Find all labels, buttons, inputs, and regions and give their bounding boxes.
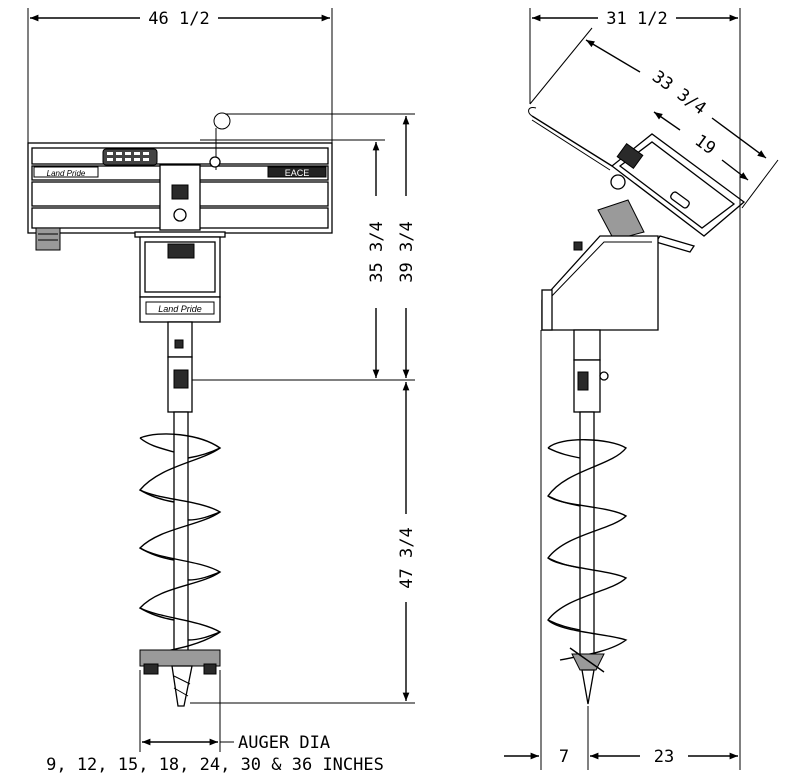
- side-slot: [670, 191, 690, 209]
- dim-offset-front: 7: [559, 747, 569, 767]
- coupler-pin: [173, 369, 189, 389]
- hitch-pin-ring-icon: [213, 112, 231, 130]
- front-view: 46 1/2 Land Pride EACE: [27, 8, 417, 775]
- hydraulic-fittings: [167, 243, 195, 259]
- side-motor-housing: [541, 235, 659, 331]
- cutting-tooth-right: [203, 663, 217, 675]
- side-hitch-lock: [616, 142, 644, 170]
- pilot-bit: [171, 665, 193, 707]
- auger-dia-label: AUGER DIA: [238, 733, 330, 753]
- hitch-pin: [209, 156, 221, 168]
- dim-front-width: 46 1/2: [148, 9, 209, 29]
- side-auger-shaft: [579, 411, 595, 663]
- mount-top-rail: [31, 147, 329, 165]
- dim-auger-length: 47 3/4: [397, 527, 417, 588]
- model-badge: [267, 166, 327, 178]
- hitch-arm: [531, 115, 613, 167]
- brand-decal-front-text: Land Pride: [47, 169, 86, 178]
- side-view: 31 1/2 33 3/4 19: [504, 8, 779, 770]
- dim-height-mount: 35 3/4: [367, 221, 387, 282]
- side-bracket: [597, 199, 645, 241]
- dim-arm-length: 33 3/4: [648, 67, 709, 119]
- dim-height-total: 39 3/4: [397, 221, 417, 282]
- pivot-lock: [171, 184, 189, 200]
- auger-sizes-label: 9, 12, 15, 18, 24, 30 & 36 INCHES: [46, 755, 384, 775]
- grip-pad: [102, 148, 158, 166]
- model-badge-text: EACE: [285, 168, 310, 178]
- grip-pad-slots: [107, 152, 149, 161]
- dim-side-width: 31 1/2: [606, 9, 667, 29]
- dim-arm-short: 19: [691, 131, 719, 159]
- dim-offset-rear: 23: [654, 747, 674, 767]
- side-auger-flighting: [547, 439, 628, 661]
- left-latch: [35, 227, 61, 251]
- auger-shaft: [173, 411, 189, 663]
- side-pilot-bit: [581, 669, 595, 705]
- cutting-tooth-left: [143, 663, 159, 675]
- auger-flighting: [138, 433, 222, 657]
- brand-decal-motor: [145, 301, 215, 315]
- brand-decal-motor-text: Land Pride: [158, 304, 202, 314]
- brand-decal-front: [33, 166, 99, 178]
- side-pivot: [610, 174, 626, 190]
- pivot-pin: [173, 208, 187, 222]
- side-cutter: [571, 653, 605, 671]
